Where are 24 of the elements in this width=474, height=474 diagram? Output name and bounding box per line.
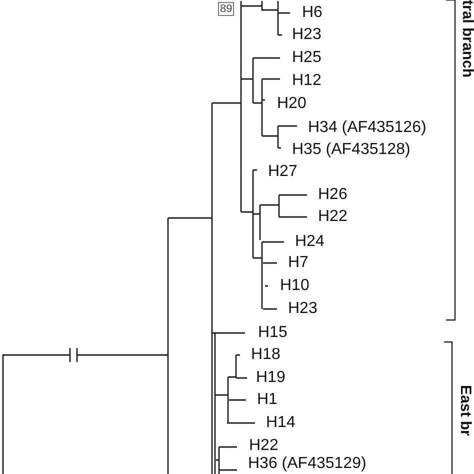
taxon-label: H23: [288, 300, 318, 318]
taxon-label: H25: [292, 49, 322, 67]
taxon-label: H24: [295, 233, 324, 251]
taxon-label: H19: [256, 369, 286, 387]
bootstrap-value: 89: [218, 2, 234, 16]
taxon-label: H23: [292, 26, 322, 44]
taxon-label: H20: [277, 95, 306, 113]
taxon-label: H22: [249, 437, 278, 455]
taxon-label: H27: [268, 163, 298, 181]
taxon-label: H26: [318, 186, 348, 204]
clade-label: tral branch: [458, 0, 474, 78]
taxon-label: H7: [288, 254, 308, 272]
taxon-label: H35 (AF435128): [292, 141, 410, 159]
taxon-label: H22: [318, 208, 348, 226]
taxon-label: H18: [251, 346, 280, 364]
taxon-label: H36 (AF435129): [248, 455, 366, 473]
clade-label: East br: [456, 385, 474, 436]
taxon-label: H15: [258, 324, 288, 342]
taxon-label: H14: [266, 414, 296, 432]
taxon-label: H6: [302, 4, 322, 22]
taxon-label: H10: [280, 277, 310, 295]
taxon-label: H1: [257, 391, 278, 409]
taxon-label: H34 (AF435126): [308, 119, 426, 137]
taxon-label: H12: [292, 72, 322, 90]
